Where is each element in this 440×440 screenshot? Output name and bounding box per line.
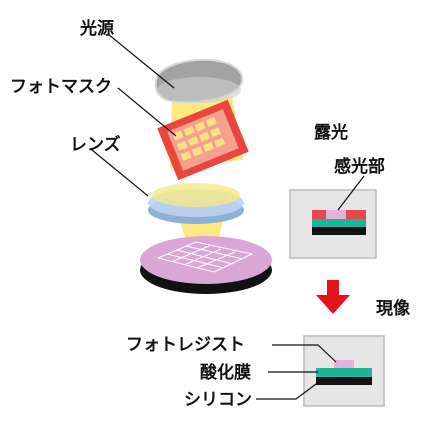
light-source-lamp (154, 58, 244, 104)
exposure-resist-right (346, 210, 366, 219)
development-oxide-layer (316, 368, 372, 377)
label-oxide-film: 酸化膜 (200, 362, 251, 383)
label-development: 現像 (376, 299, 411, 319)
wafer (140, 236, 272, 294)
development-silicon-layer (316, 376, 372, 385)
photomask (157, 99, 249, 181)
label-photoresist: フォトレジスト (126, 335, 245, 355)
photomask-pattern-grid (172, 117, 226, 161)
label-exposure: 露光 (314, 122, 348, 143)
development-resist (334, 360, 354, 368)
exposure-resist-left (312, 210, 326, 219)
leader-lines-development (256, 344, 337, 400)
label-lens: レンズ (70, 134, 121, 155)
label-photomask: フォトマスク (10, 77, 112, 97)
label-silicon: シリコン (184, 390, 252, 410)
development-panel (303, 335, 385, 407)
label-light-source: 光源 (79, 18, 114, 39)
exposure-oxide-layer (312, 218, 366, 227)
leader-lines-left (91, 33, 177, 197)
exposure-silicon-layer (312, 226, 366, 235)
exposure-resist-center (326, 210, 346, 219)
exposure-panel (289, 175, 377, 259)
process-arrow (316, 280, 350, 314)
lens (148, 183, 244, 224)
wafer-die-grid (156, 241, 254, 273)
label-photosensitive: 感光部 (334, 156, 385, 177)
